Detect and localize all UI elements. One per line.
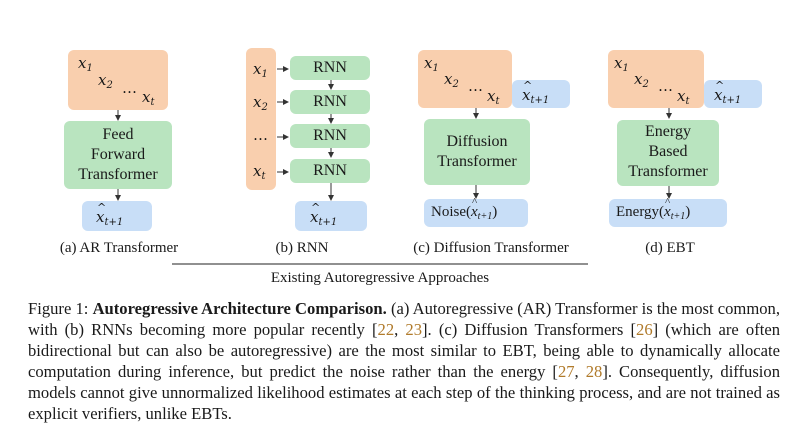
panel-b-output-box [295, 201, 367, 231]
panel-b-rnn-cell-1 [290, 56, 370, 80]
panel-b-rnn-label-4: RNN [313, 162, 347, 179]
panel-c-model-box [424, 119, 530, 185]
panel-a-xt: xt [142, 88, 155, 108]
panel-d-model-label: Energy Based Transformer [628, 123, 708, 180]
panel-a-x2: x2 [98, 71, 113, 91]
panel-c-target: xt+1 [522, 80, 549, 106]
panel-b-output: xt+1 [310, 202, 337, 228]
panel-d-output: Energy(xt+1) [616, 197, 690, 222]
citation-27[interactable]: 27 [557, 362, 575, 381]
figure-title: Autoregressive Architecture Comparison. [92, 299, 387, 318]
panel-a-output-box [82, 201, 152, 231]
citation-26[interactable]: 26 [636, 320, 653, 339]
panel-b-ellipsis: … [253, 126, 268, 144]
panel-c-output: Noise(xt+1) [431, 197, 497, 222]
figure-caption: Figure 1: Autoregressive Architecture Co… [28, 299, 781, 423]
panel-b-rnn-cell-4 [290, 159, 370, 183]
panel-b-input-column [246, 48, 276, 190]
panel-c-xt: xt [487, 87, 500, 107]
panel-b-rnn-label-3: RNN [313, 127, 347, 144]
panel-c-input-box [418, 50, 512, 108]
citation-23[interactable]: 23 [405, 320, 423, 339]
figure-label: Figure 1: [28, 299, 89, 318]
panel-c-model-label: Diffusion Transformer [437, 133, 517, 170]
panel-d-input-box [608, 50, 704, 108]
panel-c-caption: (c) Diffusion Transformer [413, 240, 569, 256]
panel-b-rnn-cell-2 [290, 90, 370, 114]
panel-a-x1: x1 [78, 54, 93, 74]
panel-b-xt: xt [253, 162, 266, 182]
panel-d-caption: (d) EBT [645, 240, 695, 256]
panel-b-rnn-cell-3 [290, 124, 370, 148]
panel-a-output: xt+1 [96, 202, 123, 228]
panel-a-ellipsis: … [122, 79, 137, 97]
panel-c-x1: x1 [424, 54, 439, 74]
citation-22[interactable]: 22 [377, 320, 395, 339]
panel-c-ellipsis: … [468, 77, 483, 95]
panel-d-model-box [617, 120, 719, 186]
panel-b-caption: (b) RNN [275, 240, 329, 256]
panel-a-input-box [68, 50, 168, 110]
panel-b-rnn-label-2: RNN [313, 93, 347, 110]
panel-b-rnn-label-1: RNN [313, 59, 347, 76]
panel-d-x1: x1 [614, 54, 629, 74]
panel-c-x2: x2 [444, 70, 459, 90]
citation-28[interactable]: 28 [585, 362, 603, 381]
panel-b-x1: x1 [253, 60, 268, 80]
panel-a-model-box [64, 121, 172, 189]
panel-d-x2: x2 [634, 70, 649, 90]
panel-a-model-label: Feed Forward Transformer [78, 126, 158, 183]
panel-a-caption: (a) AR Transformer [59, 240, 179, 256]
panel-d-ellipsis: … [658, 77, 673, 95]
panel-d-xt: xt [677, 87, 690, 107]
panel-d-target: xt+1 [714, 80, 741, 106]
group-label: Existing Autoregressive Approaches [270, 270, 490, 286]
panel-b-x2: x2 [253, 93, 268, 113]
